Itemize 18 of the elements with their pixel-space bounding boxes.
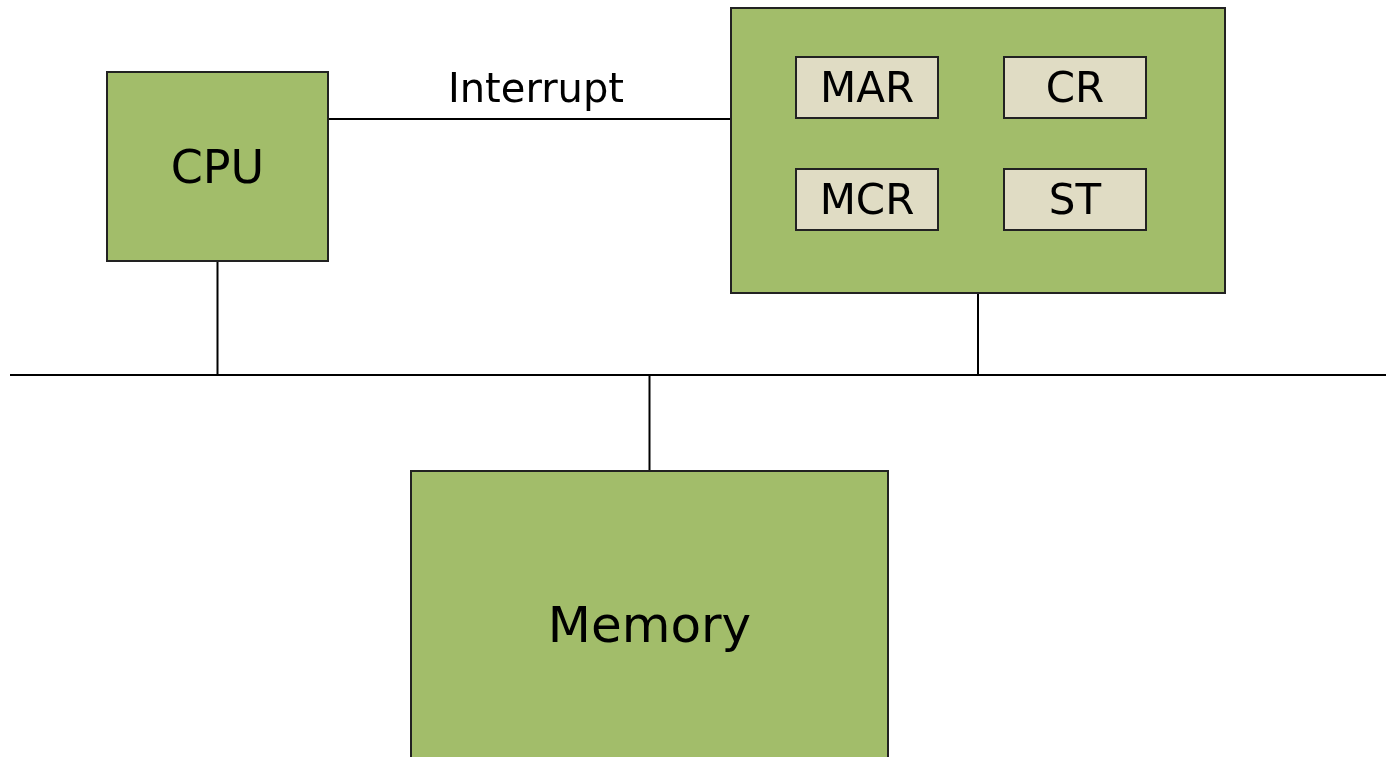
register-box xyxy=(1003,168,1147,231)
register-box xyxy=(1003,56,1147,119)
connector-line xyxy=(977,293,979,375)
component-box xyxy=(106,71,329,262)
component-box xyxy=(410,470,889,757)
register-box xyxy=(795,168,939,231)
component-box xyxy=(730,7,1226,294)
node-label: CPU xyxy=(170,143,265,190)
connector-line xyxy=(216,261,219,375)
connector-line xyxy=(648,375,651,471)
register-box xyxy=(795,56,939,119)
node-label: CR xyxy=(1045,66,1105,109)
node-label: ST xyxy=(1048,178,1102,221)
connector-line xyxy=(328,118,731,120)
node-label: Memory xyxy=(547,600,752,650)
node-label: MAR xyxy=(819,66,915,109)
node-label: MCR xyxy=(819,178,915,221)
bus-line xyxy=(10,374,1386,376)
